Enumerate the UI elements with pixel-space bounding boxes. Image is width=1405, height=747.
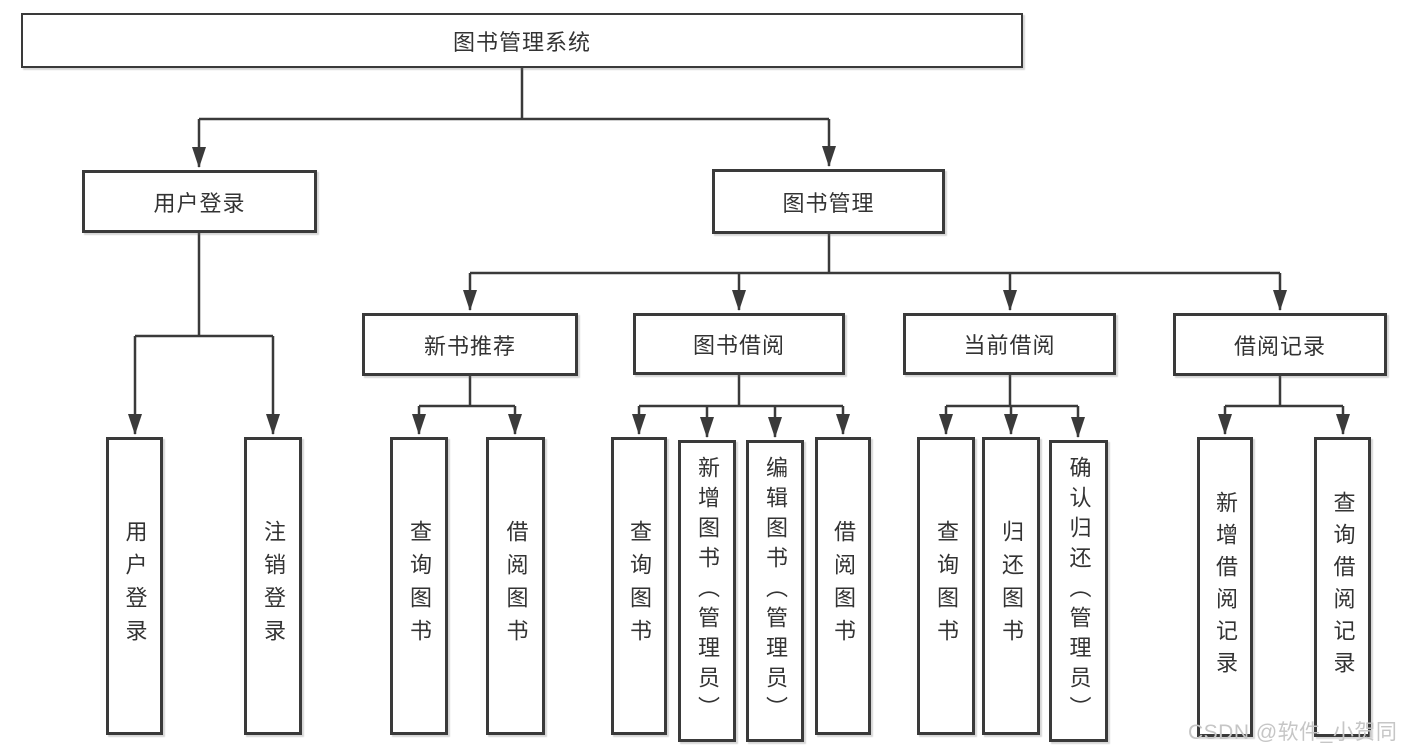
connector-borrow-to-leaves xyxy=(632,375,850,438)
leaf-borrow-query-book: 查询图书 xyxy=(611,437,667,735)
leaf-borrow-borrow-book: 借阅图书 xyxy=(815,437,871,735)
node-borrow-record: 借阅记录 xyxy=(1173,313,1387,376)
leaf-add-book-admin: 新增图书（管理员） xyxy=(678,440,736,742)
leaf-confirm-return-admin: 确认归还（管理员） xyxy=(1049,440,1108,742)
node-new-book-recommend: 新书推荐 xyxy=(362,313,578,376)
leaf-newbook-query-book: 查询图书 xyxy=(390,437,448,735)
connector-current-to-leaves xyxy=(939,375,1085,438)
node-current-borrow: 当前借阅 xyxy=(903,313,1116,375)
connector-root-to-level1 xyxy=(192,68,836,168)
connector-newbook-to-leaves xyxy=(412,376,522,435)
watermark: CSDN @软件_小贺同学 xyxy=(1188,721,1398,744)
leaf-return-book: 归还图书 xyxy=(982,437,1040,735)
node-book-management: 图书管理 xyxy=(712,169,945,234)
connector-login-to-leaves xyxy=(128,233,280,435)
leaf-edit-book-admin: 编辑图书（管理员） xyxy=(746,440,804,742)
node-book-borrow: 图书借阅 xyxy=(633,313,845,375)
leaf-logout: 注销登录 xyxy=(244,437,302,735)
leaf-current-query-book: 查询图书 xyxy=(917,437,975,735)
node-system-root: 图书管理系统 xyxy=(21,13,1023,68)
leaf-query-borrow-record: 查询借阅记录 xyxy=(1314,437,1371,737)
leaf-newbook-borrow-book: 借阅图书 xyxy=(486,437,545,735)
leaf-user-login: 用户登录 xyxy=(106,437,163,735)
connector-record-to-leaves xyxy=(1218,376,1350,435)
leaf-add-borrow-record: 新增借阅记录 xyxy=(1197,437,1253,737)
node-user-login: 用户登录 xyxy=(82,170,317,233)
connector-mgmt-to-level2 xyxy=(463,234,1287,311)
